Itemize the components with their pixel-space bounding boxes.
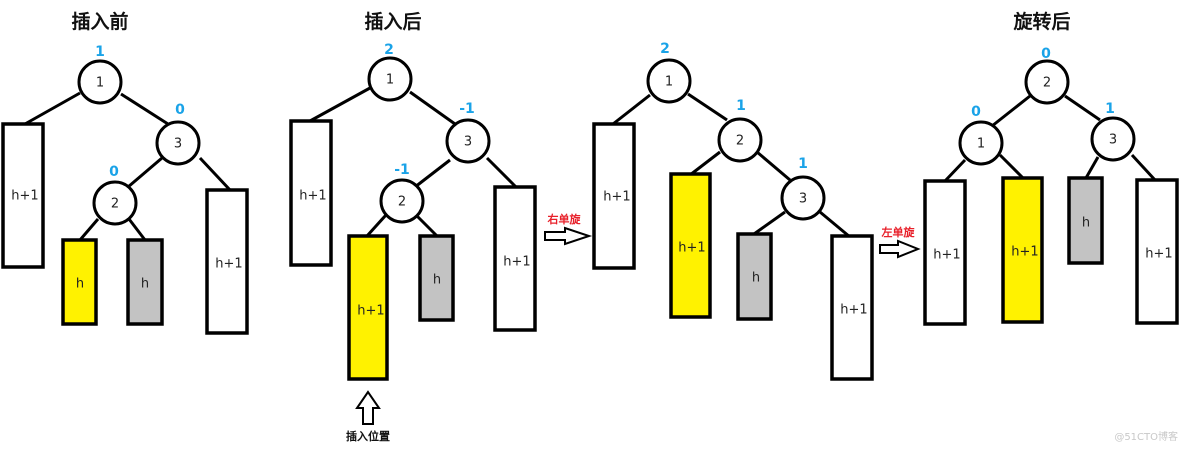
watermark: @51CTO博客	[1114, 430, 1178, 443]
panel-title: 插入前	[71, 10, 128, 33]
node-key: 1	[386, 73, 394, 88]
balance-factor: 1	[736, 98, 746, 114]
subtree-height-label: h	[141, 277, 149, 292]
right-arrow-icon	[879, 239, 921, 259]
balance-factor: 1	[95, 44, 105, 60]
tree-node	[77, 59, 123, 105]
subtree-box-inserted	[347, 234, 389, 381]
subtree-box	[592, 122, 636, 270]
balance-factor: -1	[459, 101, 475, 117]
subtree-height-label: h	[1082, 216, 1090, 231]
node-key: 1	[96, 76, 104, 91]
node-key: 1	[665, 75, 673, 90]
subtree-box-gray	[1067, 176, 1104, 265]
tree-node	[1090, 116, 1136, 162]
subtree-box-gray	[126, 238, 164, 326]
subtree-box	[205, 188, 249, 335]
panel-after-insert: 插入后 h+1 h+1 h h+1 1 2 3 -1 2 -1 插入位置	[289, 11, 537, 443]
subtree-height-label: h+1	[11, 189, 38, 204]
balance-factor: 1	[1105, 101, 1115, 117]
balance-factor: 0	[109, 164, 119, 180]
node-key: 3	[799, 192, 807, 207]
subtree-box-inserted	[1001, 176, 1044, 324]
node-key: 2	[111, 197, 119, 212]
subtree-box	[289, 119, 333, 267]
balance-factor: 0	[175, 102, 185, 118]
node-key: 1	[977, 137, 985, 152]
subtree-height-label: h+1	[299, 189, 326, 204]
node-key: 3	[174, 137, 182, 152]
tree-node	[717, 117, 763, 163]
subtree-height-label: h	[76, 277, 84, 292]
node-key: 3	[464, 135, 472, 150]
tree-node	[92, 180, 138, 226]
panel-title: 旋转后	[1012, 10, 1070, 33]
subtree-height-label: h+1	[1011, 245, 1038, 260]
panel-after-rotation: 旋转后 h+1 h+1 h h+1 2 0 1 0 3 1	[923, 10, 1179, 326]
operation-label: 右单旋	[547, 212, 582, 226]
subtree-height-label: h+1	[1145, 247, 1172, 262]
tree-node	[1024, 59, 1070, 105]
subtree-box-gray	[418, 234, 455, 322]
balance-factor: 0	[971, 104, 981, 120]
right-arrow-icon	[544, 226, 593, 246]
up-arrow-icon	[355, 390, 381, 425]
subtree-box-gray	[736, 232, 773, 321]
panel-before-insert: 插入前 h+1 h h h+1 1 1 3 0 2 0	[1, 10, 249, 335]
subtree-height-label: h	[433, 273, 441, 288]
left-rotation-step: 左单旋	[879, 225, 921, 259]
balance-factor: 2	[660, 41, 670, 57]
operation-label: 左单旋	[881, 225, 916, 239]
subtree-box	[493, 185, 537, 332]
subtree-box	[1135, 178, 1179, 325]
balance-factor: -1	[394, 162, 410, 178]
node-key: 2	[1043, 76, 1051, 91]
subtree-height-label: h+1	[933, 248, 960, 263]
subtree-height-label: h+1	[603, 190, 630, 205]
tree-node	[445, 118, 491, 164]
subtree-height-label: h+1	[503, 255, 530, 270]
node-key: 3	[1109, 133, 1117, 148]
tree-node	[155, 120, 201, 166]
insert-position-caption: 插入位置	[346, 429, 390, 443]
subtree-box-inserted	[669, 172, 712, 319]
tree-node	[780, 175, 826, 221]
balance-factor: 1	[798, 156, 808, 172]
subtree-height-label: h+1	[678, 241, 705, 256]
tree-node	[367, 56, 413, 102]
subtree-height-label: h+1	[215, 257, 242, 272]
panel-title: 插入后	[364, 11, 421, 33]
node-key: 2	[736, 134, 744, 149]
panel-after-right-rotation: h+1 h+1 h h+1 1 2 2 1 3 1	[592, 41, 874, 381]
subtree-height-label: h+1	[357, 304, 384, 319]
right-rotation-step: 右单旋	[544, 212, 593, 246]
node-key: 2	[398, 195, 406, 210]
tree-node	[958, 120, 1004, 166]
tree-node	[379, 178, 425, 224]
balance-factor: 0	[1041, 46, 1051, 62]
tree-node	[646, 58, 692, 104]
subtree-box	[1, 122, 45, 269]
subtree-box	[830, 234, 874, 381]
subtree-box	[923, 179, 967, 326]
subtree-box-inserted	[61, 238, 98, 326]
subtree-height-label: h	[752, 271, 760, 286]
balance-factor: 2	[384, 42, 394, 58]
subtree-height-label: h+1	[840, 303, 867, 318]
